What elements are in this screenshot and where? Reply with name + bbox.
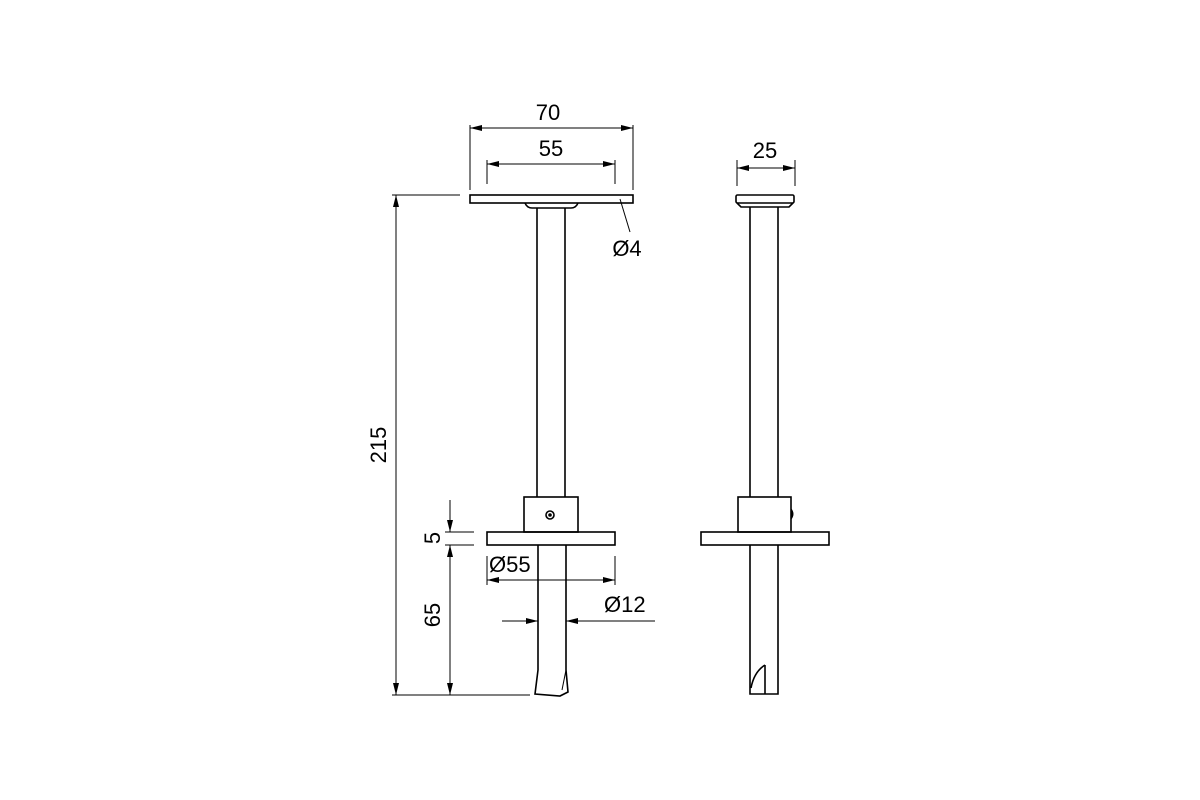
- dimension-flange-diameter: Ø55: [486, 552, 616, 585]
- lower-rod-broken: [534, 545, 569, 697]
- dim-label-215: 215: [366, 427, 391, 464]
- dim-label-o55: Ø55: [489, 552, 531, 577]
- dim-label-65: 65: [420, 603, 445, 627]
- dim-label-25: 25: [753, 138, 777, 163]
- dimension-215: 215: [366, 194, 530, 696]
- boss: [524, 202, 579, 209]
- side-flange-plate: [700, 531, 830, 546]
- cap-top: [735, 194, 795, 204]
- break-line: [561, 669, 567, 691]
- dimension-hole-diameter: Ø4: [612, 198, 642, 261]
- dimension-70: 70: [469, 100, 634, 190]
- dim-label-o4: Ø4: [612, 236, 641, 261]
- dimension-25: 25: [736, 138, 796, 186]
- side-view: [700, 194, 830, 695]
- set-screw-inner: [548, 513, 552, 517]
- set-screw: [545, 510, 555, 520]
- dim-label-70: 70: [536, 100, 560, 125]
- cap-chamfer: [736, 202, 794, 208]
- mounting-plate-top: [469, 194, 634, 204]
- side-set-screw: [791, 508, 794, 520]
- dim-label-o12: Ø12: [604, 592, 646, 617]
- side-lower-rod: [749, 545, 779, 695]
- flange-plate: [486, 531, 616, 546]
- dim-label-5: 5: [420, 532, 445, 544]
- dimension-65: 65: [420, 545, 453, 695]
- dimension-5: 5: [420, 500, 474, 546]
- dimension-55: 55: [486, 136, 616, 184]
- side-clamp-block: [737, 496, 792, 533]
- dimension-rod-diameter: Ø12: [502, 592, 655, 624]
- dim-label-55: 55: [539, 136, 563, 161]
- front-view: [469, 194, 634, 697]
- side-break-curve: [750, 664, 766, 689]
